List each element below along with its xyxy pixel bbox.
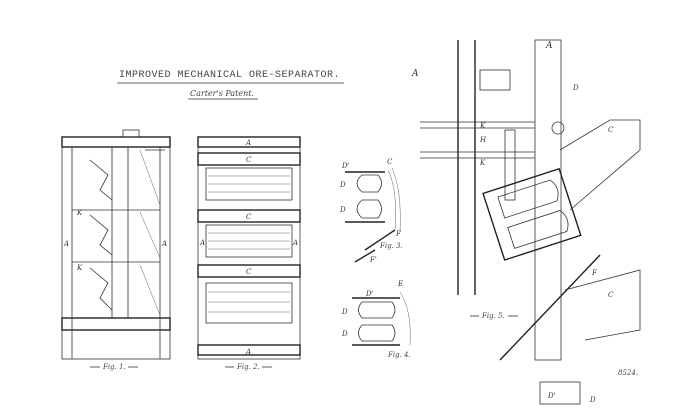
label-C: C	[246, 268, 252, 276]
label-C: C	[246, 213, 252, 221]
label-A: A	[161, 240, 167, 248]
label-D1: D'	[341, 162, 350, 170]
label-E: E	[397, 280, 403, 288]
figure-4-caption: Fig. 4.	[387, 351, 411, 359]
label-F1: F'	[369, 256, 377, 264]
label-K: K	[479, 159, 486, 167]
label-A: A	[292, 239, 298, 247]
label-F: F	[591, 269, 598, 277]
label-A: A	[63, 240, 69, 248]
label-F: F	[395, 230, 402, 238]
figure-5-sectional-view: A A D C C K K H F D' D	[411, 39, 641, 405]
label-C: C	[387, 158, 393, 166]
label-K: K	[479, 122, 486, 130]
label-A: A	[245, 348, 251, 356]
figure-3-caption: Fig. 3.	[379, 242, 403, 250]
label-D: D	[341, 330, 348, 338]
label-D: D	[341, 308, 348, 316]
figure-2-front-view: A C C C A A A	[197, 136, 301, 360]
figure-5-caption: Fig. 5.	[481, 312, 505, 320]
figure-2-caption: Fig. 2.	[236, 363, 260, 371]
sheet-number: 8524.	[618, 369, 638, 377]
label-K: K	[76, 264, 83, 272]
label-K: K	[76, 209, 83, 217]
label-A: A	[199, 239, 205, 247]
label-D1: D'	[365, 290, 374, 298]
label-A: A	[245, 139, 251, 147]
label-D1: D'	[547, 392, 556, 400]
label-C: C	[608, 126, 614, 134]
drawing-title: IMPROVED MECHANICAL ORE-SEPARATOR.	[119, 70, 340, 81]
label-C: C	[608, 291, 614, 299]
figure-3-detail: D' D D C F F'	[339, 158, 402, 264]
figure-4-detail: D' D D E	[341, 280, 411, 346]
label-D: D	[339, 181, 346, 189]
label-A: A	[545, 41, 553, 51]
figure-1-caption: Fig. 1.	[102, 363, 126, 371]
drawing-subtitle: Carter's Patent.	[190, 89, 254, 98]
label-H: H	[479, 136, 487, 144]
label-A: A	[411, 69, 419, 79]
label-D: D	[589, 396, 596, 404]
figure-1-side-view: A A K K	[61, 129, 171, 360]
label-C: C	[246, 156, 252, 164]
label-D: D	[339, 206, 346, 214]
label-D: D	[572, 84, 579, 92]
